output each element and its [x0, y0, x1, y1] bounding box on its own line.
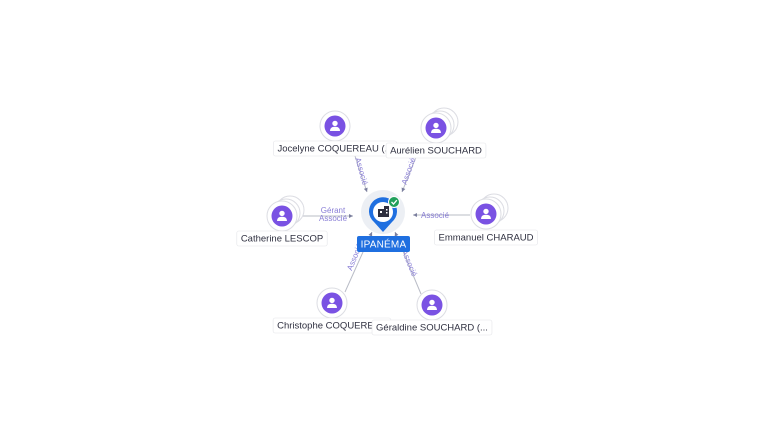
- person-label-bg: [434, 229, 538, 246]
- company-label-bg: [357, 236, 410, 252]
- person-label[interactable]: Jocelyne COQUEREAU (...: [273, 140, 397, 157]
- arrow-icon: [368, 232, 373, 237]
- person-name: Catherine LESCOP: [241, 234, 323, 245]
- person-label-bg: [371, 319, 493, 336]
- person-name: Jocelyne COQUEREAU (...: [277, 144, 392, 155]
- person-label[interactable]: Catherine LESCOP: [236, 230, 328, 247]
- arrow-icon: [394, 232, 399, 237]
- person-node[interactable]: [319, 110, 351, 142]
- person-name: Géraldine SOUCHARD (...: [376, 323, 488, 334]
- arrow-icon: [413, 213, 417, 217]
- person-label-bg: [236, 230, 328, 247]
- check-icon: [388, 196, 400, 208]
- arrow-icon: [363, 187, 368, 192]
- person-icon: [330, 120, 340, 131]
- person-label[interactable]: Géraldine SOUCHARD (...: [371, 319, 493, 336]
- relation-label: Associé: [353, 157, 370, 187]
- relation-label: Associé: [400, 248, 419, 278]
- person-icon: [327, 297, 337, 308]
- company-node[interactable]: IPANÉMA: [357, 190, 410, 252]
- relation-label: Associé: [421, 211, 450, 220]
- arrow-icon: [401, 187, 406, 192]
- person-nodes-layer: Jocelyne COQUEREAU (...Aurélien SOUCHARD…: [236, 107, 538, 336]
- person-label[interactable]: Emmanuel CHARAUD: [434, 229, 538, 246]
- person-icon: [431, 122, 441, 133]
- person-icon: [277, 210, 287, 221]
- relation-label: Gérant: [321, 206, 346, 215]
- person-node[interactable]: [470, 193, 509, 230]
- relation-label: Associé: [400, 156, 418, 186]
- relation-edge: [401, 151, 419, 193]
- person-icon: [427, 299, 437, 310]
- person-icon: [481, 208, 491, 219]
- person-name: Aurélien SOUCHARD: [390, 146, 482, 157]
- person-name: Emmanuel CHARAUD: [438, 233, 533, 244]
- company-name: IPANÉMA: [361, 238, 407, 251]
- person-label[interactable]: Aurélien SOUCHARD: [385, 142, 487, 159]
- building-icon: [378, 206, 389, 217]
- person-name: Christophe COQUEREAU: [277, 321, 387, 332]
- person-node[interactable]: [266, 195, 305, 232]
- person-node[interactable]: [316, 287, 348, 319]
- relation-label: Associé: [319, 214, 348, 223]
- person-node[interactable]: [416, 289, 448, 321]
- person-label-bg: [385, 142, 487, 159]
- person-node[interactable]: [420, 107, 459, 144]
- arrow-icon: [349, 214, 353, 218]
